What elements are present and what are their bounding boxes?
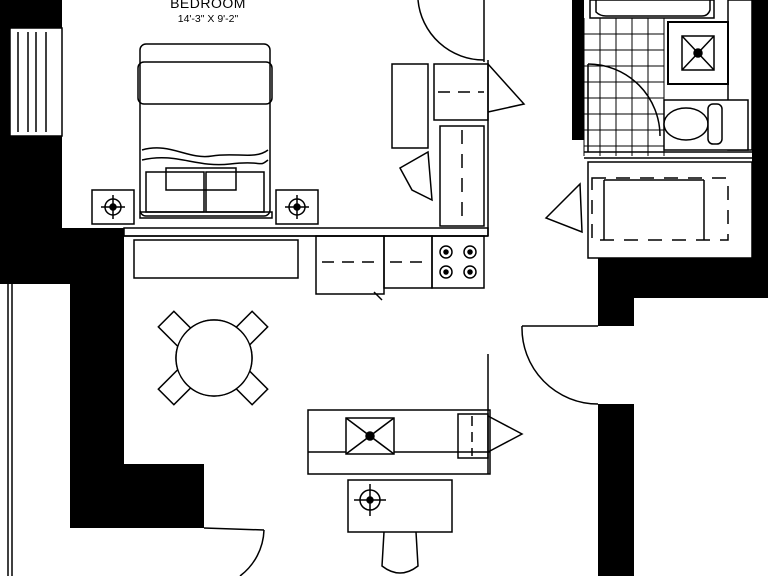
- laundry: [307, 354, 524, 475]
- room-label-bedroom: BEDROOM: [170, 0, 246, 11]
- counter-sink-base: [315, 235, 385, 295]
- stove: [431, 235, 485, 289]
- bathroom-vanity: [667, 0, 753, 151]
- window-left: [9, 27, 63, 137]
- wall-left-lower: [70, 464, 204, 528]
- wall-left-return: [62, 228, 124, 284]
- closet-bedroom: [391, 63, 526, 227]
- window-left-lower: [7, 284, 13, 576]
- wall-right-lower: [598, 404, 634, 576]
- door-lower-left: [203, 527, 265, 576]
- bed: [137, 43, 273, 219]
- kitchen: [124, 235, 488, 301]
- bathroom: [544, 0, 753, 259]
- counter-left: [133, 239, 299, 279]
- wall-left-window-frame-bottom: [0, 136, 62, 140]
- door-bedroom-top: [417, 0, 485, 62]
- door-entry-right: [521, 325, 599, 405]
- appliance-lower: [347, 479, 453, 574]
- wall-bath-left-top: [572, 0, 584, 140]
- nightstand-left: [91, 189, 135, 225]
- wall-bath-right: [752, 0, 768, 258]
- nightstand-right: [275, 189, 319, 225]
- wall-left-column: [70, 284, 124, 464]
- door-bathroom: [587, 63, 661, 152]
- toilet: [663, 99, 749, 151]
- dining-set: [157, 310, 269, 406]
- wall-right-mid-pier: [598, 258, 634, 326]
- bedroom: BEDROOM 14'-3" X 9'-2": [91, 0, 526, 227]
- closet-linen: [544, 161, 753, 259]
- wall-left-upper: [0, 0, 10, 284]
- bathtub: [589, 0, 715, 19]
- wall-left-window-frame-top: [0, 0, 62, 28]
- wall-left-block: [10, 140, 62, 284]
- bathroom-tiles: [583, 18, 665, 156]
- room-dimensions-bedroom: 14'-3" X 9'-2": [178, 13, 239, 25]
